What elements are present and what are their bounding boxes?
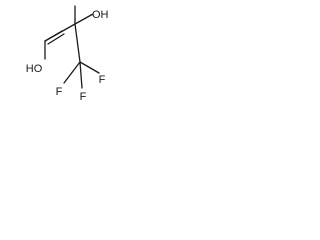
bond-c2-c3: [74, 23, 81, 63]
atom-labels: HO OH F F F: [26, 9, 109, 103]
bond-c3-f-right: [79, 61, 100, 74]
chemical-structure: HO OH F F F: [26, 5, 109, 103]
bond-c3-f-left: [63, 61, 81, 84]
hydroxyl-alcohol-label: OH: [92, 9, 109, 21]
bond-c3-f-bottom: [79, 61, 83, 89]
hydroxyl-acid-label: HO: [26, 63, 43, 75]
bonds: [44, 5, 100, 89]
bond-c1-c2: [44, 23, 76, 42]
fluorine-label-left: F: [56, 86, 63, 98]
fluorine-label-bottom: F: [80, 91, 87, 103]
bond-c2-o-hydroxyl: [74, 13, 94, 25]
fluorine-label-right: F: [99, 74, 106, 86]
bond-c1-o-carbonyl-b: [47, 33, 65, 45]
